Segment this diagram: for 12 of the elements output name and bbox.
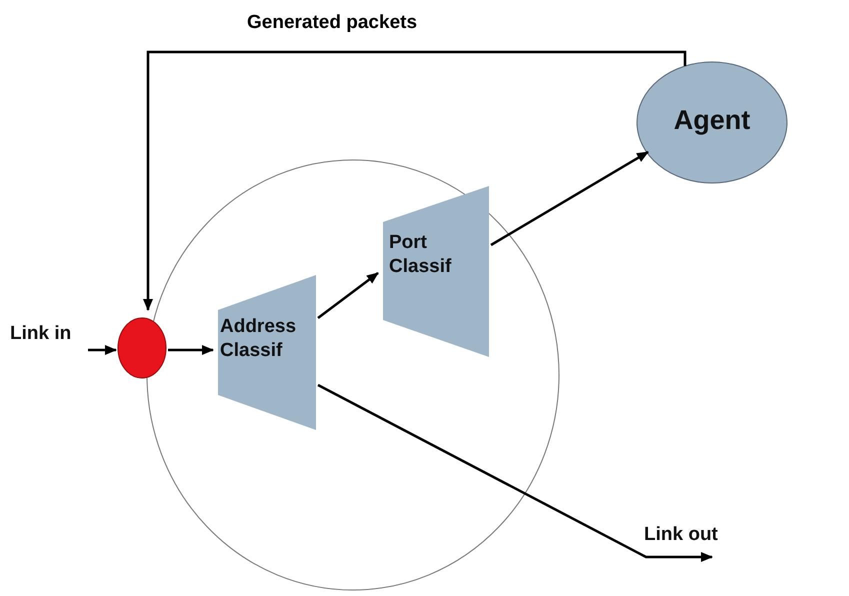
node-label: Agent xyxy=(672,104,752,137)
arrow xyxy=(317,384,713,562)
edge-label: Generated packets xyxy=(245,12,420,34)
arrow xyxy=(490,150,649,246)
node-label: Link out xyxy=(644,523,719,547)
arrow xyxy=(168,345,214,355)
node-label: Port Classif xyxy=(389,231,452,278)
arrow xyxy=(317,272,379,319)
arrow xyxy=(143,50,686,311)
arrow xyxy=(88,345,117,355)
node-label: Link in xyxy=(10,322,72,346)
node-label: Address Classif xyxy=(220,315,298,362)
